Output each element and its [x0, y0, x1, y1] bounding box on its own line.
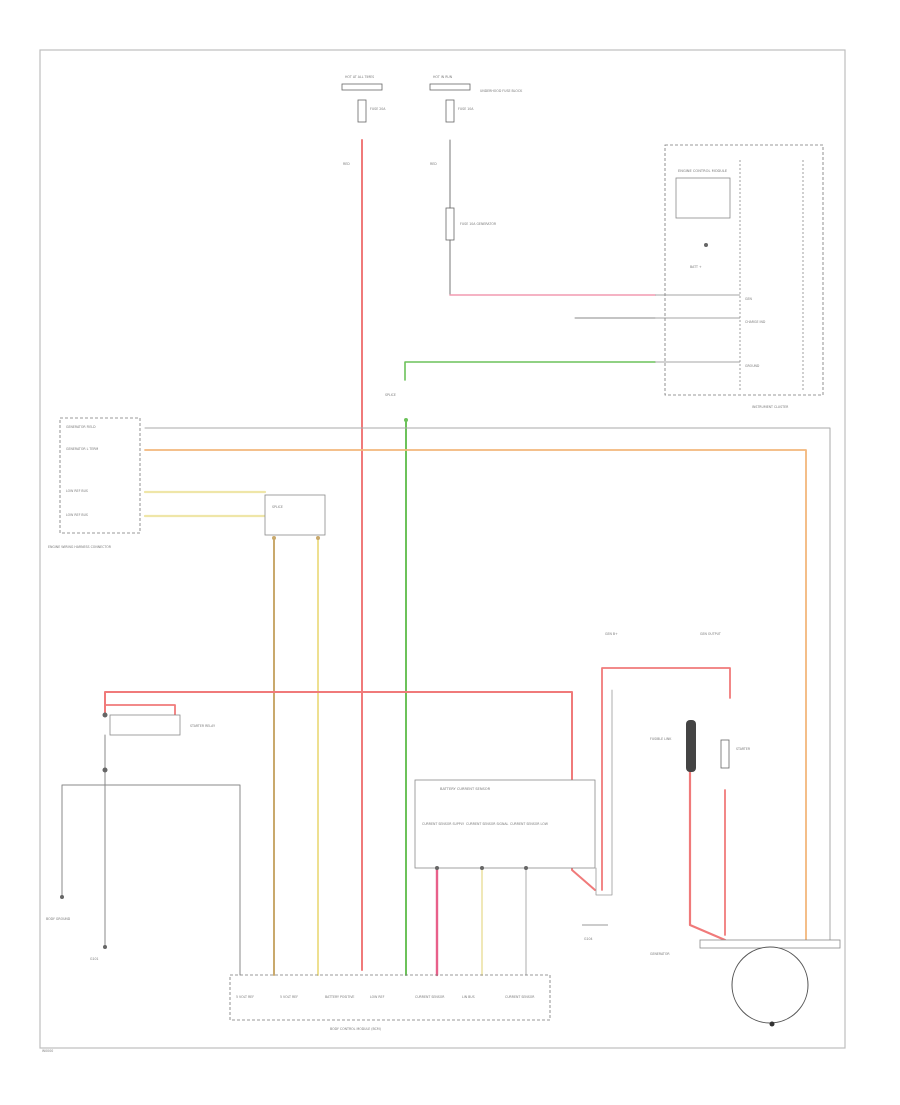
cs-2-label: CURRENT SENSOR SIGNAL — [466, 822, 509, 826]
starter-relay: STARTER RELAY — [102, 712, 215, 773]
starter-label: STARTER — [736, 747, 751, 751]
left-pin-1-label: GENERATOR FIELD — [66, 425, 96, 429]
ecm-battery-label: BATT + — [690, 265, 702, 269]
wire-gray-field — [144, 427, 831, 946]
wire-black-cs-ground — [595, 689, 613, 896]
fuse-a-label: FUSE 20A — [370, 107, 386, 111]
fuse-top-mid-label: HOT IN RUN — [433, 75, 453, 79]
splice-green-label: SPLICE — [385, 393, 396, 397]
fuse-hot-at-all-times: HOT AT ALL TIMES FUSE 20A RED — [341, 75, 386, 166]
instrument-cluster-label: INSTRUMENT CLUSTER — [752, 405, 789, 409]
wire-red-fusible — [688, 728, 727, 942]
bcm-4-label: LOW REF — [370, 995, 385, 999]
bcm-5-label: CURRENT SENSOR — [415, 995, 445, 999]
engine-harness-left-label: ENGINE WIRING HARNESS CONNECTOR — [48, 545, 112, 549]
splice-green-dot — [404, 418, 408, 422]
diagram-frame — [39, 49, 846, 1049]
instrument-cluster: ENGINE CONTROL MODULE BATT + GEN CHARGE … — [655, 144, 824, 409]
fusible-link: FUSIBLE LINK — [650, 720, 696, 772]
inline-fuse-label: FUSE 10A GENERATOR — [460, 222, 497, 226]
battery-current-sensor: BATTERY CURRENT SENSOR CURRENT SENSOR SU… — [414, 779, 596, 870]
gen-b-plus-label: GEN B+ — [605, 632, 618, 636]
left-pin-3-label: LOW REF BUS — [66, 489, 88, 493]
ecm-ground-label: GROUND — [745, 364, 760, 368]
engine-harness-connector: GENERATOR FIELD GENERATOR L TERM LOW REF… — [48, 417, 141, 549]
ground-left-label: G101 — [90, 957, 99, 961]
bcm-7-label: CURRENT SENSOR — [505, 995, 535, 999]
ground-left: BODY GROUND G101 — [46, 895, 107, 961]
cs-1-label: CURRENT SENSOR SUPPLY — [422, 822, 464, 826]
splice-left-label: SPLICE — [272, 505, 283, 509]
wire-red-gen-b — [601, 667, 731, 891]
generator: GENERATOR — [650, 939, 841, 1027]
battery-note-left: BODY GROUND — [46, 917, 71, 921]
page-id: W0000 — [42, 1049, 53, 1053]
fuse-hot-in-run: HOT IN RUN FUSE 10A UNDERHOOD FUSE BLOCK… — [429, 75, 523, 241]
generator-label: GENERATOR — [650, 952, 670, 956]
wire-red-b-label: RED — [430, 162, 437, 166]
body-control-module: 5 VOLT REF 5 VOLT REF BATTERY POSITIVE L… — [229, 974, 551, 1031]
gen-output-label: GEN OUTPUT — [700, 632, 721, 636]
wire-black-left — [61, 784, 241, 976]
ground-mid: G104 — [582, 924, 608, 941]
wire-green-top — [404, 361, 656, 381]
ecm-gen-label: GEN — [745, 297, 752, 301]
bcm-1-label: 5 VOLT REF — [236, 995, 254, 999]
splice-left: SPLICE — [264, 494, 326, 540]
fuse-b-label: FUSE 10A — [458, 107, 474, 111]
fuse-top-left-label: HOT AT ALL TIMES — [345, 75, 374, 79]
wire-red-horizontal — [104, 691, 596, 891]
bcm-label: BODY CONTROL MODULE (BCM) — [330, 1027, 381, 1031]
bcm-2-label: 5 VOLT REF — [280, 995, 298, 999]
left-pin-4-label: LOW REF BUS — [66, 513, 88, 517]
wire-orange-gen-l — [144, 449, 807, 946]
cs-3-label: CURRENT SENSOR LOW — [510, 822, 549, 826]
current-sensor-box-label: BATTERY CURRENT SENSOR — [440, 787, 491, 791]
ecm-lamp-label: CHARGE IND — [745, 320, 766, 324]
fusible-link-label: FUSIBLE LINK — [650, 737, 672, 741]
ecm-box-label: ENGINE CONTROL MODULE — [678, 169, 728, 173]
bcm-3-label: BATTERY POSITIVE — [325, 995, 354, 999]
ground-mid-label: G104 — [584, 937, 593, 941]
wire-red-a-label: RED — [343, 162, 350, 166]
bcm-6-label: LIN BUS — [462, 995, 475, 999]
underhood-fuse-label: UNDERHOOD FUSE BLOCK — [480, 89, 523, 93]
relay-label: STARTER RELAY — [190, 724, 215, 728]
left-pin-2-label: GENERATOR L TERM — [66, 447, 99, 451]
starter-fuse: STARTER — [720, 739, 751, 769]
